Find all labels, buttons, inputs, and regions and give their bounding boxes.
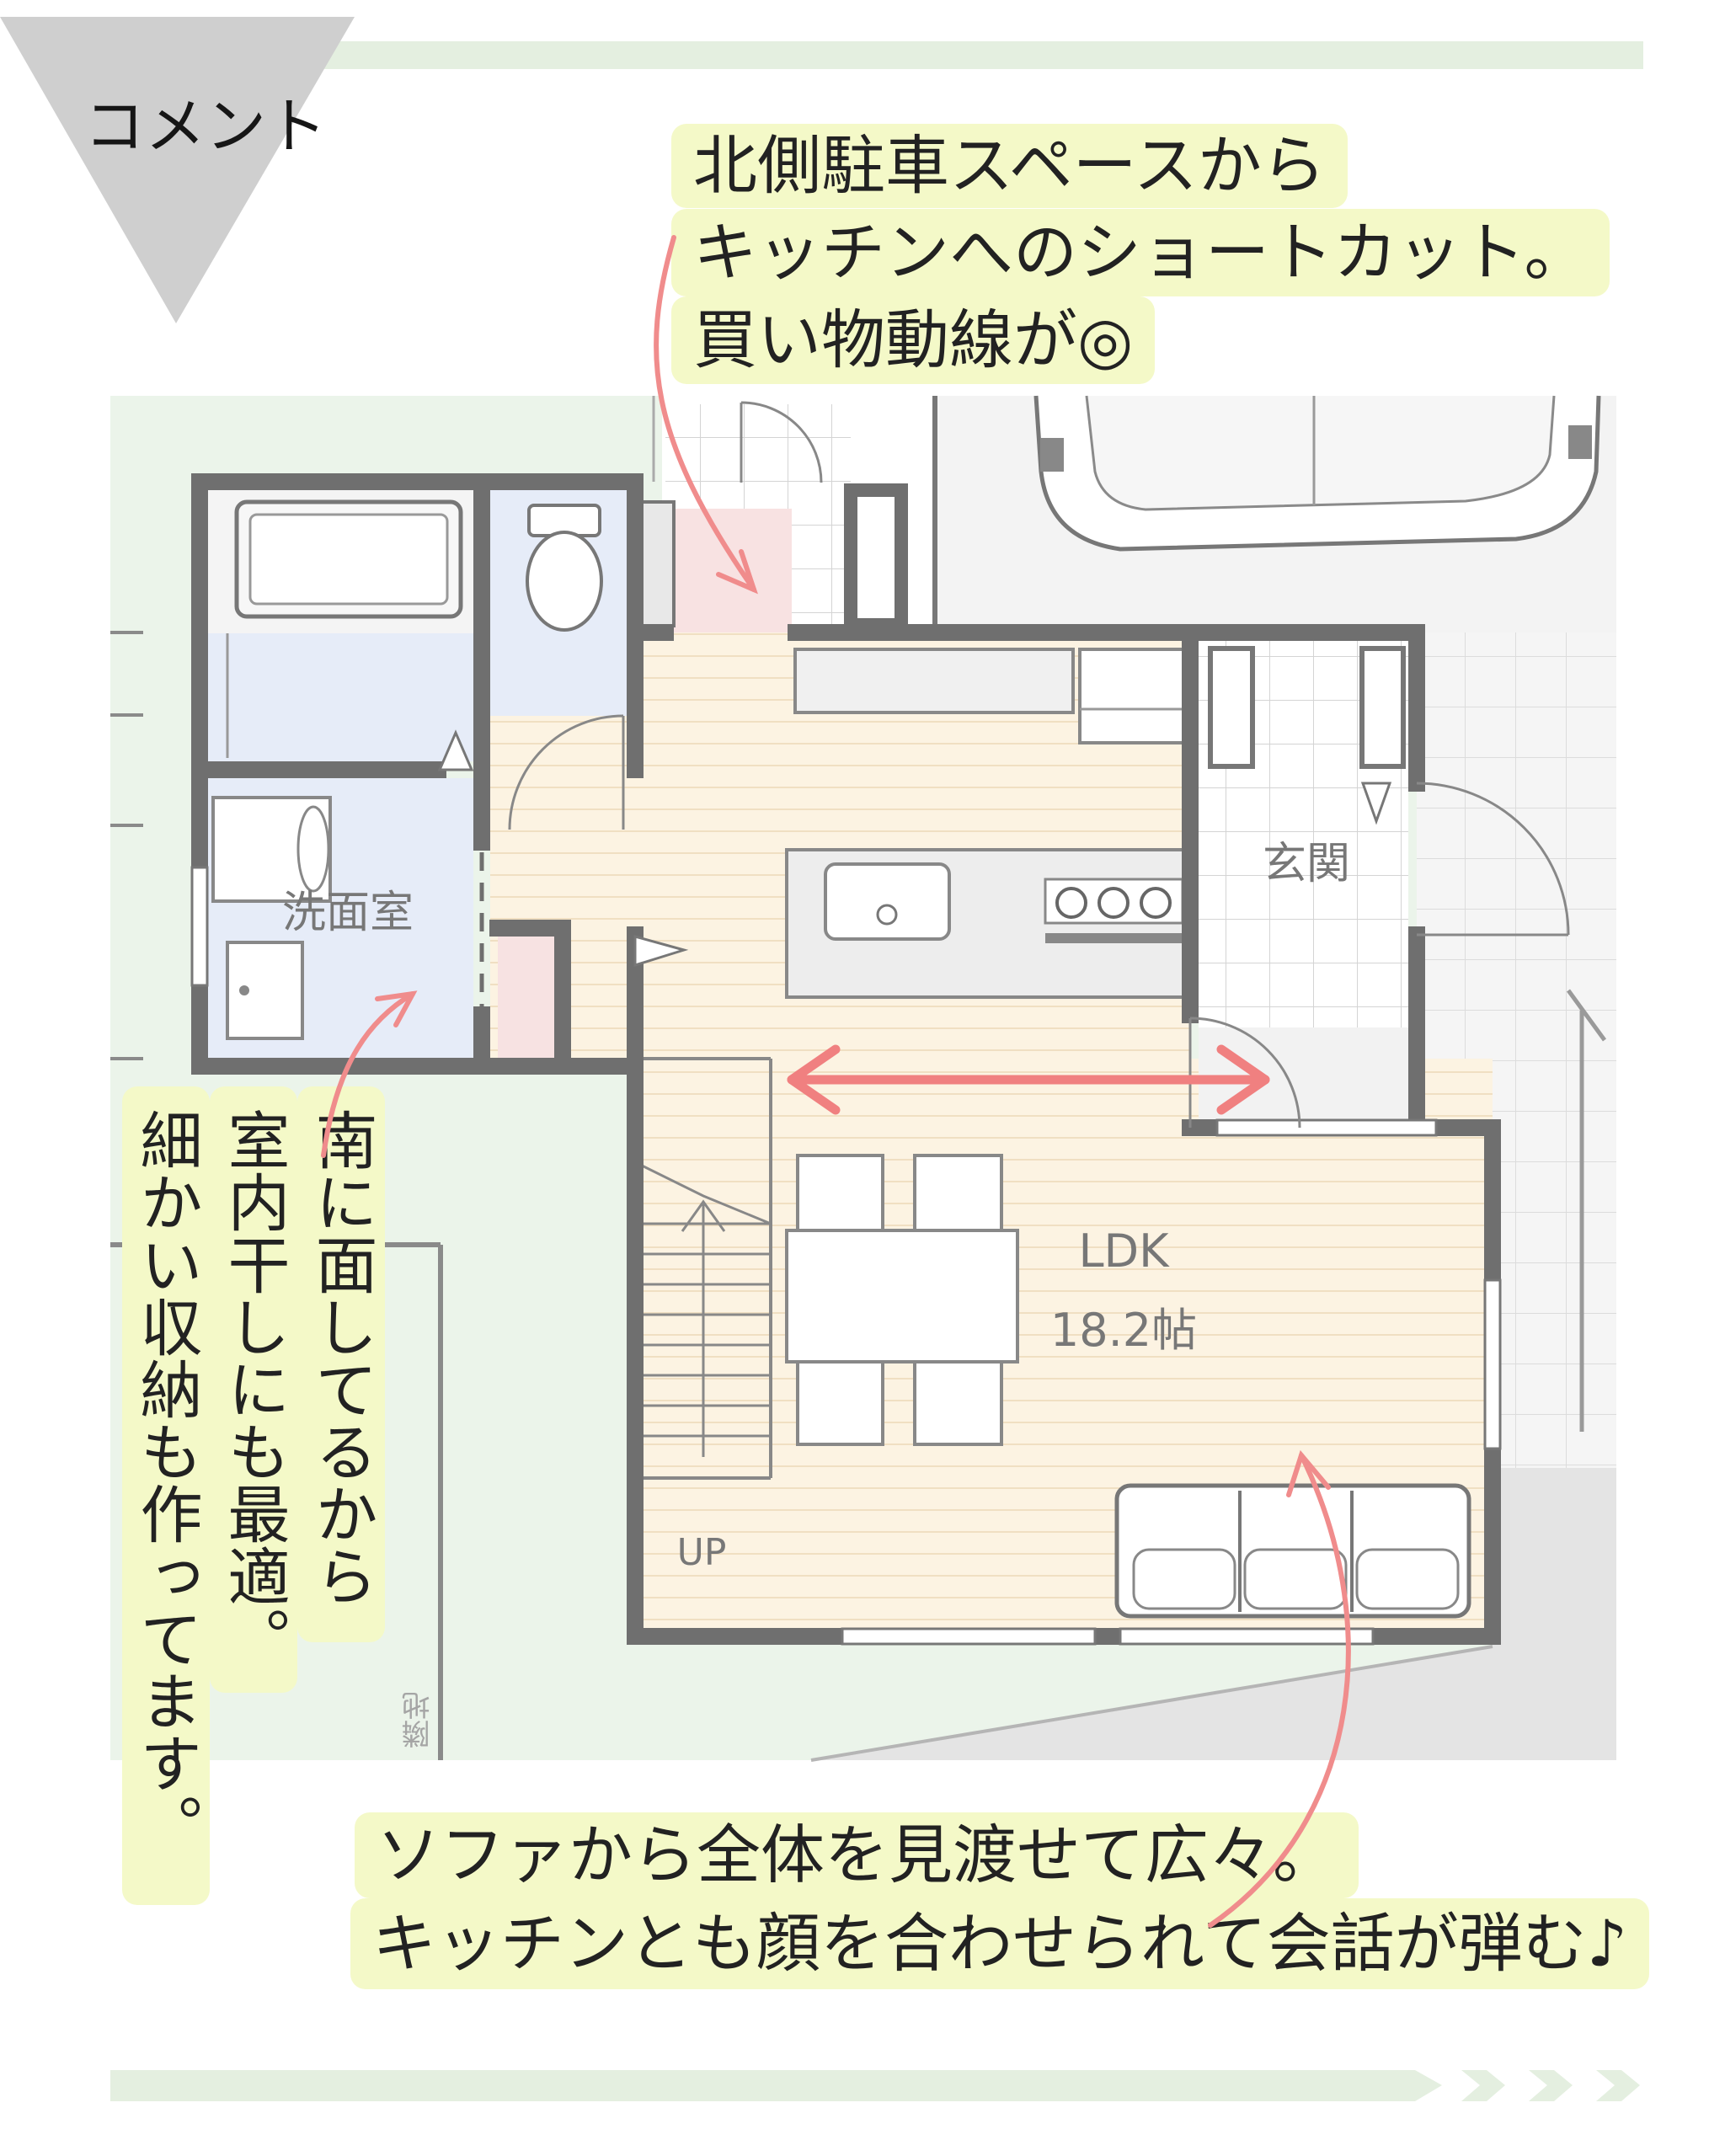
bathtub-inner <box>248 513 449 606</box>
header-triangle <box>0 17 355 323</box>
ldk-label: LDK <box>1078 1225 1169 1278</box>
shoe-shelf <box>1208 646 1255 769</box>
neighbor-label-bottom: 隣地 <box>402 1691 435 1748</box>
bathtub <box>234 499 463 619</box>
parked-car <box>1033 395 1601 552</box>
washer-drum <box>296 805 330 893</box>
bottom-chevrons <box>1461 2070 1640 2101</box>
sofa-cushion <box>1132 1548 1236 1610</box>
dining-set <box>785 1154 1019 1446</box>
shortcut-highlight <box>665 509 792 632</box>
handrail-line <box>1566 989 1607 1042</box>
washing-machine <box>211 796 332 903</box>
chair <box>796 1360 884 1446</box>
sink <box>824 862 951 941</box>
hall-door-marker <box>633 935 689 968</box>
callout-top-line: キッチンへのショートカット。 <box>671 209 1610 296</box>
shower-area <box>208 633 473 761</box>
callout-bottom-line: キッチンとも顔を合わせられて会話が弾む♪ <box>350 1898 1650 1989</box>
back-storage <box>844 483 908 632</box>
chevron <box>1461 2070 1505 2101</box>
callout-top-line: 北側駐車スペースから <box>671 124 1348 208</box>
window <box>190 866 209 987</box>
approach-handrail <box>1566 989 1607 1432</box>
wash-basin <box>226 941 304 1040</box>
sofa-cushion <box>1355 1548 1460 1610</box>
burner <box>1055 887 1087 919</box>
entrance-floor <box>1199 775 1408 1027</box>
wash-door-marker <box>437 729 474 771</box>
window <box>841 1627 1097 1646</box>
callout-bottom-line: ソファから全体を見渡せて広々。 <box>355 1812 1359 1898</box>
sofa-cushion <box>1243 1548 1348 1610</box>
top-stripe <box>83 41 1643 69</box>
chevron <box>1596 2070 1640 2101</box>
front-door-swing <box>1416 782 1570 936</box>
burner <box>1140 887 1172 919</box>
toilet-door-swing <box>508 714 624 830</box>
kitchen-island <box>785 848 1188 999</box>
entrance-label: 玄関 <box>1262 839 1350 889</box>
dining-table <box>785 1229 1019 1364</box>
entrance-hall-floor <box>1199 1027 1408 1128</box>
left-edge-ticks <box>110 631 143 1060</box>
car-mirror <box>1568 425 1592 459</box>
washroom-label: 洗面室 <box>281 888 414 938</box>
car-window <box>1085 395 1556 511</box>
callout-left-column: 細かい収納も作ってます。 <box>122 1086 210 1905</box>
bottom-stripe <box>110 2070 1442 2101</box>
ldk-size-label: 18.2帖 <box>1049 1304 1198 1357</box>
site-boundary-slant <box>810 1645 1493 1762</box>
burner <box>1097 887 1130 919</box>
toilet <box>526 504 603 632</box>
stairs-up-label: UP <box>676 1531 727 1574</box>
shoe-shelf <box>1359 646 1406 769</box>
stair-arrow-head <box>681 1199 726 1232</box>
sofa <box>1114 1483 1471 1619</box>
callout-left-column: 南に面してるから <box>297 1086 385 1642</box>
window <box>1215 1118 1438 1137</box>
basin-drain <box>239 985 249 995</box>
cooktop-front <box>1045 933 1183 943</box>
chevron <box>1529 2070 1573 2101</box>
sink-drain <box>876 904 898 926</box>
chair <box>913 1360 1003 1446</box>
comment-header: コメント <box>84 91 328 162</box>
stair-winder <box>634 1161 772 1225</box>
staircase <box>634 1057 772 1480</box>
chair <box>796 1154 884 1232</box>
back-door-swing <box>740 401 823 483</box>
window <box>1119 1627 1375 1646</box>
car-mirror <box>1040 438 1064 472</box>
washer-body <box>211 796 332 903</box>
back-pillar <box>638 500 676 627</box>
entrance-door-marker <box>1360 782 1392 825</box>
callout-left-column: 室内干しにも最適。 <box>210 1086 297 1693</box>
window <box>1483 1278 1502 1450</box>
basin-body <box>226 941 304 1040</box>
kitchen-back-counter <box>793 648 1188 744</box>
toilet-bowl <box>526 531 603 632</box>
refrigerator <box>1078 648 1188 744</box>
storage-highlight <box>498 937 554 1059</box>
back-counter <box>793 648 1075 714</box>
callout-top-line: 買い物動線が◎ <box>671 296 1156 384</box>
chair <box>913 1154 1003 1232</box>
